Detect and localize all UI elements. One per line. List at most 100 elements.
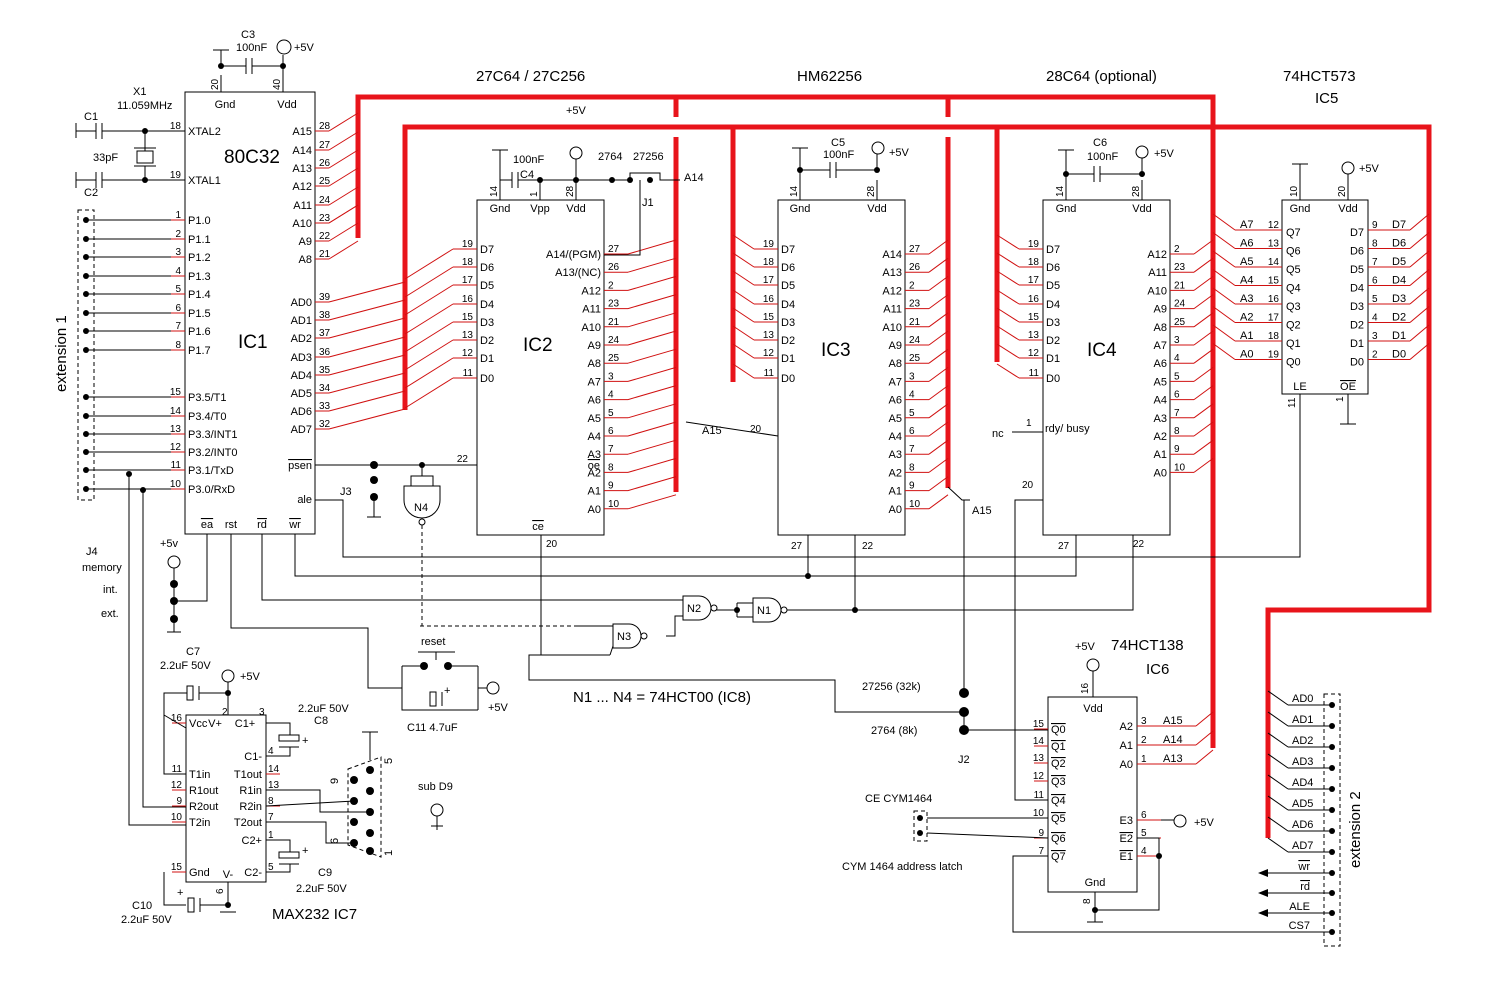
ic3-addr-pin-label: A1 (889, 486, 902, 498)
ic5-right-number: 6 (1372, 276, 1378, 287)
mem-top-label: Gnd (790, 203, 811, 215)
ic2-data-pin-number: 15 (462, 312, 474, 323)
c3-vcc: +5V (294, 42, 315, 54)
ic3-data-pin-label: D4 (781, 299, 795, 311)
ic1-right-pin-number: 23 (319, 213, 331, 224)
ic5-left-number: 15 (1268, 276, 1280, 287)
ic2-addr-pin-label: A4 (588, 431, 601, 443)
ic3-data-pin-number: 12 (763, 348, 775, 359)
ic1-right-pin-label: A13 (292, 163, 312, 175)
ic1-left-pin-number: 11 (171, 460, 182, 471)
ic4-data-pin-label: D2 (1046, 335, 1060, 347)
ic6-e3-vcc: +5V (1194, 817, 1215, 829)
ic2-addr-pin-label: A5 (588, 413, 601, 425)
ic1-left-pin-number: 14 (170, 406, 182, 417)
ext1-pin-dot (83, 291, 89, 297)
ic4-addr-pin-label: A2 (1154, 431, 1167, 443)
ic3-data-pin-number: 15 (763, 312, 775, 323)
ic4-addr-pin-label: A7 (1154, 340, 1167, 352)
ic6-left-pin-number: 11 (1034, 790, 1045, 801)
ic4-ce-number: 20 (1022, 480, 1034, 491)
ic1-right-pin-number: 24 (319, 195, 331, 206)
j4-memory: memory (82, 562, 122, 574)
ic4-nc: nc (992, 428, 1004, 440)
ic3-addr-pin-number: 27 (909, 244, 921, 255)
j4-label: J4 (86, 546, 98, 558)
ic1-right-pin-number: 26 (319, 158, 331, 169)
c12-value: 33pF (93, 152, 118, 164)
ext2-signal-label: wr (1297, 861, 1310, 873)
subd9-label: sub D9 (418, 781, 453, 793)
ic7-right-label: R2in (239, 801, 262, 813)
ic2-data-pin-label: D2 (480, 335, 494, 347)
mem-top-number: 14 (789, 185, 800, 197)
ic2-oe-number: 22 (457, 454, 469, 465)
ic1-right-pin-label: AD7 (291, 424, 312, 436)
ext1-pin-dot (83, 328, 89, 334)
ic2-addr-pin-number: 24 (608, 335, 620, 346)
ic6-right-label: E1 (1120, 851, 1133, 863)
ic7-left-pin-label: Gnd (189, 867, 210, 879)
ic4-data-pin-number: 11 (1029, 368, 1040, 379)
ic7-top-label: V+ (208, 718, 222, 730)
ic1-left-pin-number: 4 (175, 266, 181, 277)
ic2-addr-pin-number: 21 (608, 317, 620, 328)
ic3-data-pin-number: 11 (764, 368, 775, 379)
ic6-type: 74HCT138 (1111, 637, 1184, 654)
ic5-right-label: D1 (1350, 338, 1364, 350)
c11-label: C11 4.7uF (407, 722, 458, 734)
ic1-right-pin-label: A14 (292, 145, 312, 157)
ic5-body (1281, 199, 1369, 395)
ic1-bus-entry (328, 317, 406, 339)
ic7-left-pin-number: 10 (171, 812, 183, 823)
subd9-pin6: 6 (329, 838, 341, 844)
ic6-addr-label: A13 (1163, 753, 1183, 765)
ic4-addr-pin-number: 23 (1174, 262, 1186, 273)
ic2-addr-pin-label: A14/(PGM) (546, 249, 601, 261)
j3-label: J3 (340, 486, 352, 498)
ext2-pin-dot (1329, 870, 1335, 876)
subd9-connector: 9 6 5 1 sub D9 (265, 731, 453, 858)
sram-header: HM62256 (797, 68, 862, 85)
ic6-right-label: E2 (1120, 833, 1133, 845)
ic2-data-pin-number: 13 (462, 330, 474, 341)
ic1-left-pin-label: P1.0 (188, 215, 211, 227)
ic4-addr-pin-label: A4 (1154, 395, 1167, 407)
ic3-addr-pin-label: A9 (889, 340, 902, 352)
ic1-right-pin-label: AD4 (291, 370, 312, 382)
ic1-left-pin-number: 18 (170, 121, 182, 132)
ic5-oe-label: OE (1340, 381, 1356, 393)
ic5-left-label: Q6 (1286, 246, 1301, 258)
ic1-psen-label: psen (288, 460, 312, 472)
c5-label: C5 (831, 137, 845, 149)
ext2-pin-dot (1329, 702, 1335, 708)
ic1-left-pin-number: 10 (170, 479, 182, 490)
ic2-addr-pin-number: 10 (608, 499, 620, 510)
ic2-addr-pin-label: A7 (588, 376, 601, 388)
c11-plus: + (444, 685, 450, 697)
c7-value: 2.2uF 50V (160, 660, 211, 672)
ic6-right-number: 6 (1141, 810, 1147, 821)
xtal-freq: 11.059MHz (117, 100, 172, 112)
ic3-we-number: 27 (791, 541, 803, 552)
ic3-addr-pin-number: 9 (909, 481, 915, 492)
ic5-data-label: D6 (1392, 238, 1406, 250)
ic1-left-pin-number: 15 (170, 387, 182, 398)
ic4-addr-pin-number: 21 (1174, 280, 1186, 291)
ic2-data-pin-number: 18 (462, 257, 474, 268)
ic5-addr-label: A0 (1240, 349, 1253, 361)
gate-n3-label: N3 (617, 631, 631, 643)
ic2-data-pin-label: D3 (480, 317, 494, 329)
c9-plus: + (302, 845, 308, 857)
ic3-data-pin-number: 19 (763, 239, 775, 250)
ic5-right-number: 8 (1372, 239, 1378, 250)
ic1-right-pin-number: 34 (319, 383, 331, 394)
reset-label: reset (421, 636, 445, 648)
ic5-addr-label: A6 (1240, 238, 1253, 250)
ext2-label: extension 2 (1347, 791, 1364, 868)
ic1-bottom-label: ea (201, 519, 214, 531)
ic2-addr-pin-label: A0 (588, 504, 601, 516)
c5-value: 100nF (823, 149, 854, 161)
